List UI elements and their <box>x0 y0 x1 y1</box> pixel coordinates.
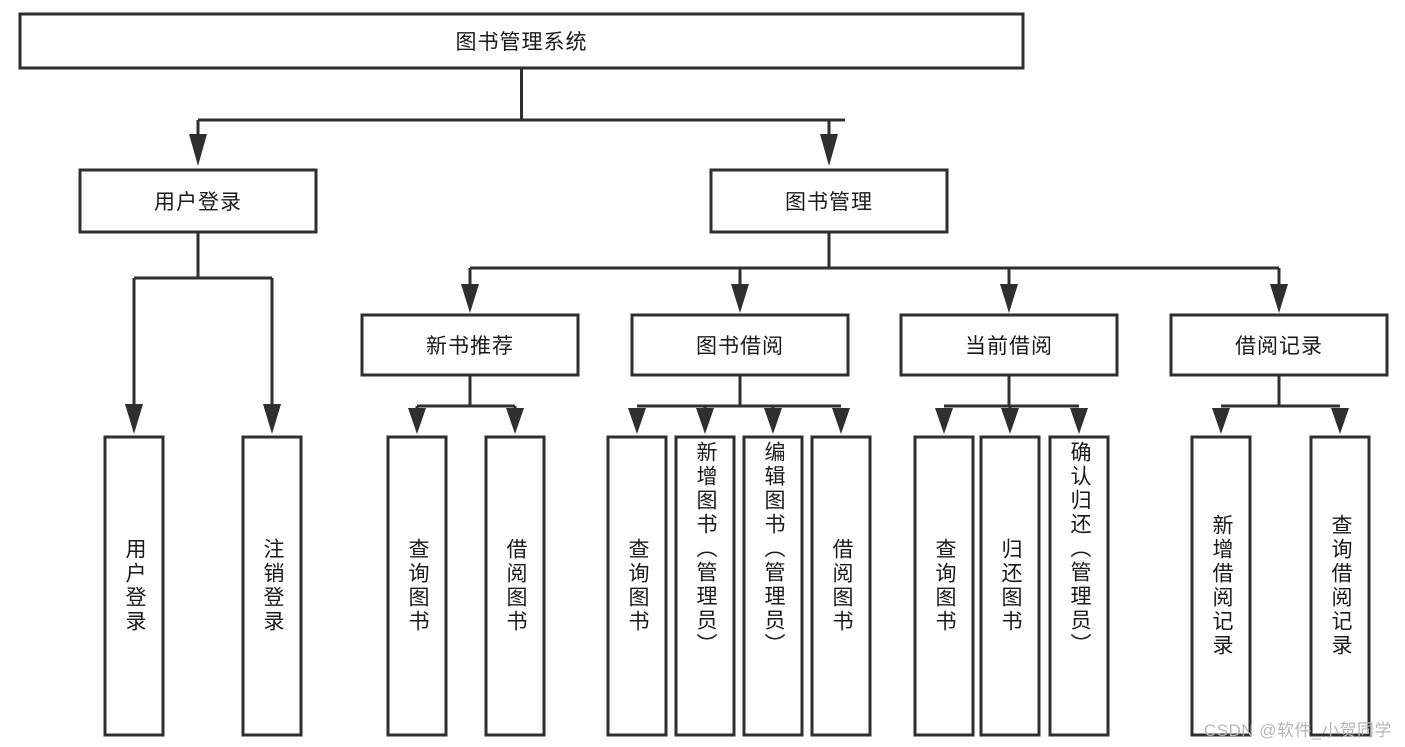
leaf-box-new-book-1[interactable] <box>484 435 546 737</box>
leaf-box-current-borrow-0[interactable] <box>913 435 975 737</box>
leaf-box-book-borrow-0[interactable] <box>606 435 668 737</box>
connector-group-book-borrow <box>628 375 850 434</box>
node-current-borrow-box[interactable] <box>899 313 1119 377</box>
connector-group-bookmgmt <box>461 232 1288 313</box>
node-book-borrow-box[interactable] <box>630 313 850 377</box>
node-new-book-recommend-box[interactable] <box>360 313 580 377</box>
connector-group-current-borrow <box>935 375 1088 434</box>
leaf-box-current-borrow-2[interactable] <box>1048 435 1110 737</box>
arrow-to-leaf-logout <box>263 404 281 434</box>
csdn-watermark: CSDN @软件_小贺同学 <box>1203 721 1392 740</box>
arrow-currentborrow-leaf3 <box>1070 408 1088 434</box>
leaf-box-new-book-0[interactable] <box>386 435 448 737</box>
leaf-box-book-borrow-3[interactable] <box>810 435 872 737</box>
node-root-box[interactable] <box>18 12 1025 70</box>
connector-group-borrow-record <box>1212 375 1349 434</box>
node-book-management-box[interactable] <box>709 168 949 234</box>
arrow-currentborrow-leaf2 <box>1001 408 1019 434</box>
arrow-newbook-leaf1 <box>408 408 426 434</box>
leaf-box-book-borrow-2[interactable] <box>742 435 804 737</box>
arrow-to-book-borrow <box>731 284 749 313</box>
arrow-root-to-userlogin <box>189 134 207 166</box>
arrow-newbook-leaf2 <box>506 408 524 434</box>
arrow-currentborrow-leaf1 <box>935 408 953 434</box>
connector-group-new-book <box>408 375 524 434</box>
arrow-to-leaf-user-login <box>125 404 143 434</box>
connector-group-userlogin <box>125 232 281 434</box>
arrow-borrowrecord-leaf1 <box>1212 408 1230 434</box>
arrow-bookborrow-leaf4 <box>832 408 850 434</box>
arrow-to-current-borrow <box>1000 284 1018 313</box>
leaf-box-book-borrow-1[interactable] <box>674 435 736 737</box>
arrow-borrowrecord-leaf2 <box>1331 408 1349 434</box>
leaf-box-user-login-1[interactable] <box>241 435 303 737</box>
connector-group-root <box>189 68 845 166</box>
arrow-bookborrow-leaf2 <box>696 408 714 434</box>
arrow-bookborrow-leaf3 <box>764 408 782 434</box>
leaf-box-current-borrow-1[interactable] <box>979 435 1041 737</box>
leaf-box-borrow-record-1[interactable] <box>1309 435 1371 737</box>
arrow-root-to-bookmgmt <box>820 134 838 166</box>
leaf-box-borrow-record-0[interactable] <box>1190 435 1252 737</box>
leaf-box-user-login-0[interactable] <box>103 435 165 737</box>
arrow-to-new-book <box>461 284 479 313</box>
arrow-to-borrow-record <box>1270 284 1288 313</box>
node-borrow-record-box[interactable] <box>1169 313 1389 377</box>
node-user-login-box[interactable] <box>78 168 318 234</box>
arrow-bookborrow-leaf1 <box>628 408 646 434</box>
